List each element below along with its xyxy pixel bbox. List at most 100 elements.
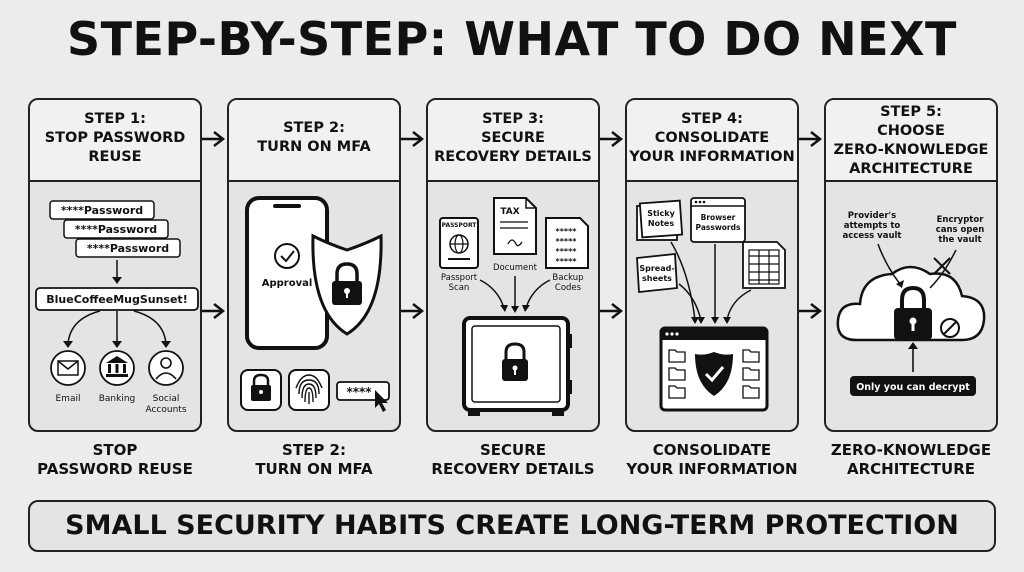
next-step-arrow-icon xyxy=(401,131,425,147)
converging-arrows-icon xyxy=(479,276,551,310)
step-3-heading-line: RECOVERY DETAILS xyxy=(434,149,592,165)
passport-scan-label: Scan xyxy=(449,283,470,293)
up-arrow-icon xyxy=(908,342,918,372)
step-3-heading-line: SECURE xyxy=(481,130,545,146)
passport-label: PASSPORT xyxy=(442,222,478,229)
spreadsheet-grid-icon xyxy=(742,241,786,289)
sticky-notes-icon: Sticky Notes xyxy=(636,199,684,241)
document-label: Document xyxy=(493,263,538,273)
spreadsheets-label: Spread- xyxy=(639,264,674,273)
step-4-heading-line: YOUR INFORMATION xyxy=(629,149,795,165)
shield-check-icon xyxy=(695,352,733,396)
next-step-arrow-icon xyxy=(401,303,425,319)
caption-line: ARCHITECTURE xyxy=(847,460,975,478)
no-access-icon xyxy=(940,318,960,338)
converging-arrows-icon xyxy=(670,241,752,321)
step-5-heading-line: CHOOSE xyxy=(877,123,945,139)
padlock-icon xyxy=(894,285,932,340)
next-step-arrow-icon xyxy=(799,303,823,319)
backup-codes-label: Backup xyxy=(552,273,583,283)
email-icon xyxy=(50,350,86,386)
reused-password-box: ****Password xyxy=(75,238,181,258)
bank-icon xyxy=(99,350,135,386)
step-5-heading-line: ZERO-KNOWLEDGE xyxy=(833,142,989,158)
shield-lock-icon xyxy=(311,233,383,336)
caption-line: STEP 2: xyxy=(282,441,346,459)
sticky-notes-label: Sticky xyxy=(647,209,675,218)
passport-scan-label: Passport xyxy=(441,273,478,283)
step-4-card: STEP 4: CONSOLIDATE YOUR INFORMATION Sti… xyxy=(625,98,799,432)
footer-banner: SMALL SECURITY HABITS CREATE LONG-TERM P… xyxy=(28,500,996,552)
step-2-heading-line: STEP 2: xyxy=(283,120,345,136)
padlock-button-icon xyxy=(240,369,282,411)
step-1-heading-line: REUSE xyxy=(88,149,142,165)
step-3-heading-line: STEP 3: xyxy=(482,111,544,127)
decrypt-note: Only you can decrypt xyxy=(856,382,970,393)
browser-passwords-label: Passwords xyxy=(696,223,741,232)
caption-line: SECURE xyxy=(479,441,547,459)
step-1-heading-line: STEP 1: xyxy=(84,111,146,127)
provider-note: Provider's xyxy=(848,211,896,221)
user-icon xyxy=(148,350,184,386)
step-1-heading: STEP 1: STOP PASSWORD REUSE xyxy=(30,100,200,182)
decrypt-badge: Only you can decrypt xyxy=(850,376,976,396)
blocked-arrow-icon xyxy=(929,249,957,289)
step-2-heading-line: TURN ON MFA xyxy=(257,139,371,155)
code-row: ***** xyxy=(556,237,578,246)
step-4-heading-line: CONSOLIDATE xyxy=(654,130,770,146)
step-1-caption: STOP PASSWORD REUSE xyxy=(28,441,202,479)
encryptor-note: the vault xyxy=(938,235,981,245)
down-arrow-icon xyxy=(112,260,122,284)
next-step-arrow-icon xyxy=(600,131,624,147)
backup-codes-icon: ***** ***** ***** ***** xyxy=(545,217,589,269)
password-text: ****Password xyxy=(87,242,169,255)
encryptor-note: cans open xyxy=(936,225,985,235)
fingerprint-icon xyxy=(288,369,330,411)
next-step-arrow-icon xyxy=(600,303,624,319)
step-5-heading-line: STEP 5: xyxy=(880,104,942,120)
password-text: ****Password xyxy=(75,223,157,236)
strong-passphrase-box: BlueCoffeeMugSunset! xyxy=(35,287,199,311)
approval-label: Approval xyxy=(262,278,313,289)
browser-passwords-icon: Browser Passwords xyxy=(690,197,746,243)
account-label: Banking xyxy=(99,394,136,404)
step-5-heading: STEP 5: CHOOSE ZERO-KNOWLEDGE ARCHITECTU… xyxy=(826,100,996,182)
sticky-notes-label: Notes xyxy=(648,219,674,228)
caption-line: STOP xyxy=(92,441,138,459)
account-label: Email xyxy=(56,394,81,404)
next-step-arrow-icon xyxy=(202,303,226,319)
code-row: ***** xyxy=(556,257,578,266)
tax-label: TAX xyxy=(500,207,519,217)
spreadsheets-note-icon: Spread- sheets xyxy=(636,253,678,293)
step-4-caption: CONSOLIDATE YOUR INFORMATION xyxy=(625,441,799,479)
step-4-heading-line: STEP 4: xyxy=(681,111,743,127)
account-label: Social xyxy=(153,394,180,404)
caption-line: YOUR INFORMATION xyxy=(626,460,798,478)
reused-password-box: ****Password xyxy=(49,200,155,220)
browser-passwords-label: Browser xyxy=(701,213,736,222)
step-2-card: STEP 2: TURN ON MFA Approval xyxy=(227,98,401,432)
step-1-heading-line: STOP PASSWORD xyxy=(44,130,186,146)
step-4-heading: STEP 4: CONSOLIDATE YOUR INFORMATION xyxy=(627,100,797,182)
step-3-caption: SECURE RECOVERY DETAILS xyxy=(426,441,600,479)
account-label: Accounts xyxy=(145,405,186,415)
passport-icon: PASSPORT xyxy=(439,217,479,269)
encryptor-note: Encryptor xyxy=(937,215,985,225)
caption-line: PASSWORD REUSE xyxy=(37,460,193,478)
step-1-card: STEP 1: STOP PASSWORD REUSE ****Password… xyxy=(28,98,202,432)
provider-note: attempts to xyxy=(844,221,901,231)
step-5-card: STEP 5: CHOOSE ZERO-KNOWLEDGE ARCHITECTU… xyxy=(824,98,998,432)
code-row: ***** xyxy=(556,247,578,256)
tax-document-icon: TAX xyxy=(493,197,537,255)
step-2-heading: STEP 2: TURN ON MFA xyxy=(229,100,399,182)
caption-line: CONSOLIDATE xyxy=(652,441,772,459)
step-2-caption: STEP 2: TURN ON MFA xyxy=(227,441,401,479)
page-title: STEP-BY-STEP: WHAT TO DO NEXT xyxy=(67,12,957,66)
step-5-heading-line: ARCHITECTURE xyxy=(849,161,973,177)
caption-line: RECOVERY DETAILS xyxy=(431,460,595,478)
cursor-icon xyxy=(375,390,388,412)
step-3-heading: STEP 3: SECURE RECOVERY DETAILS xyxy=(428,100,598,182)
provider-arrow-icon xyxy=(877,243,904,288)
passphrase-text: BlueCoffeeMugSunset! xyxy=(46,293,187,306)
next-step-arrow-icon xyxy=(202,131,226,147)
